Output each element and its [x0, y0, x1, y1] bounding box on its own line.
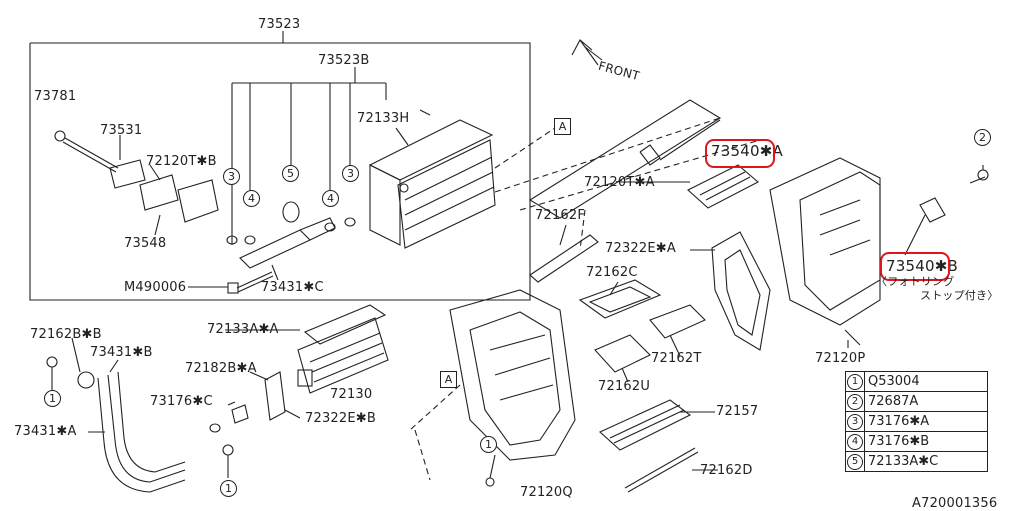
callout-3-left: 3	[223, 168, 240, 185]
housing-72120q	[449, 289, 576, 487]
legend-number: 5	[847, 454, 863, 470]
highlight-73540-a	[705, 139, 775, 168]
legend-number-cell: 5	[845, 451, 865, 472]
legend-number: 1	[847, 374, 863, 390]
label-73548: 73548	[124, 236, 167, 251]
callout-2: 2	[974, 129, 991, 146]
label-73431-b: 73431✱B	[90, 345, 153, 360]
label-73523: 73523	[258, 17, 301, 32]
legend-number: 2	[847, 394, 863, 410]
bolt-73781	[54, 130, 219, 223]
label-72120p: 72120P	[815, 351, 866, 366]
seal-72162f	[529, 234, 599, 283]
bracket-72182ba	[209, 371, 286, 433]
label-72130: 72130	[330, 387, 373, 402]
note-line-2: ストップ付き〉	[920, 289, 999, 302]
callout-4-right: 4	[322, 190, 339, 207]
legend-part-number: 72133A✱C	[864, 451, 988, 472]
diagram-id: A720001356	[912, 496, 998, 511]
pipe-73431c	[226, 201, 356, 269]
bolt-m490006	[227, 271, 274, 294]
housing-72120p	[769, 157, 881, 346]
pipe-73431a	[77, 371, 186, 493]
legend-number: 4	[847, 434, 863, 450]
label-72120t-a: 72120T✱A	[584, 175, 655, 190]
ref-a-top: A	[554, 118, 571, 135]
gasket-72322ea	[711, 231, 771, 351]
seal-72162d	[624, 447, 699, 493]
label-73176-c: 73176✱C	[150, 394, 213, 409]
legend-number-cell: 4	[845, 431, 865, 452]
legend-part-number: 72687A	[864, 391, 988, 412]
ref-a-bottom: A	[440, 371, 457, 388]
callout-5: 5	[282, 165, 299, 182]
grille-72120ta	[687, 164, 759, 209]
legend-number-cell: 2	[845, 391, 865, 412]
label-72133a-a: 72133A✱A	[207, 322, 279, 337]
label-72133h: 72133H	[357, 111, 410, 126]
evaporator-core	[368, 109, 496, 249]
legend-part-number: Q53004	[864, 371, 988, 392]
label-72157: 72157	[716, 404, 759, 419]
label-72322e-b: 72322E✱B	[305, 411, 376, 426]
legend-number-cell: 3	[845, 411, 865, 432]
label-72162t: 72162T	[651, 351, 702, 366]
seal-72162c	[578, 279, 662, 319]
callout-1-left: 1	[44, 390, 61, 407]
legend-part-number: 73176✱B	[864, 431, 988, 452]
small-bolts	[46, 165, 989, 478]
label-73531: 73531	[100, 123, 143, 138]
label-72182b-a: 72182B✱A	[185, 361, 257, 376]
callout-1-right: 1	[480, 436, 497, 453]
label-72322e-a: 72322E✱A	[605, 241, 676, 256]
legend-part-number: 73176✱A	[864, 411, 988, 432]
label-73431-a: 73431✱A	[14, 424, 77, 439]
legend-number: 3	[847, 414, 863, 430]
seal-72162u	[594, 334, 651, 373]
label-72120t-b: 72120T✱B	[146, 154, 217, 169]
group-frame	[29, 31, 531, 301]
label-73781: 73781	[34, 89, 77, 104]
label-72120q: 72120Q	[520, 485, 573, 500]
part-72157	[599, 399, 692, 451]
leader-lines	[71, 127, 849, 471]
heater-core-72130	[297, 304, 389, 394]
front-arrow	[571, 39, 603, 66]
dashed-links	[409, 117, 761, 481]
callout-4-left: 4	[243, 190, 260, 207]
label-73540-b: 73540✱B	[886, 257, 958, 275]
highlight-73540-b	[880, 252, 950, 281]
note-line-1: 〈フォトリング	[876, 275, 955, 288]
clip-73540b	[904, 197, 946, 256]
label-73431-c: 73431✱C	[261, 280, 324, 295]
label-72162u: 72162U	[598, 379, 651, 394]
callout-1-middle: 1	[220, 480, 237, 497]
label-72162f: 72162F	[535, 208, 586, 223]
legend-number-cell: 1	[845, 371, 865, 392]
panel-73540a	[528, 99, 722, 219]
label-m490006: M490006	[124, 280, 187, 295]
label-72162c: 72162C	[586, 265, 638, 280]
label-73540-a: 73540✱A	[711, 142, 783, 160]
label-72162b-b: 72162B✱B	[30, 327, 102, 342]
callout-3-right: 3	[342, 165, 359, 182]
seal-72162t	[649, 304, 706, 339]
label-73523b: 73523B	[318, 53, 370, 68]
label-72162d: 72162D	[700, 463, 753, 478]
